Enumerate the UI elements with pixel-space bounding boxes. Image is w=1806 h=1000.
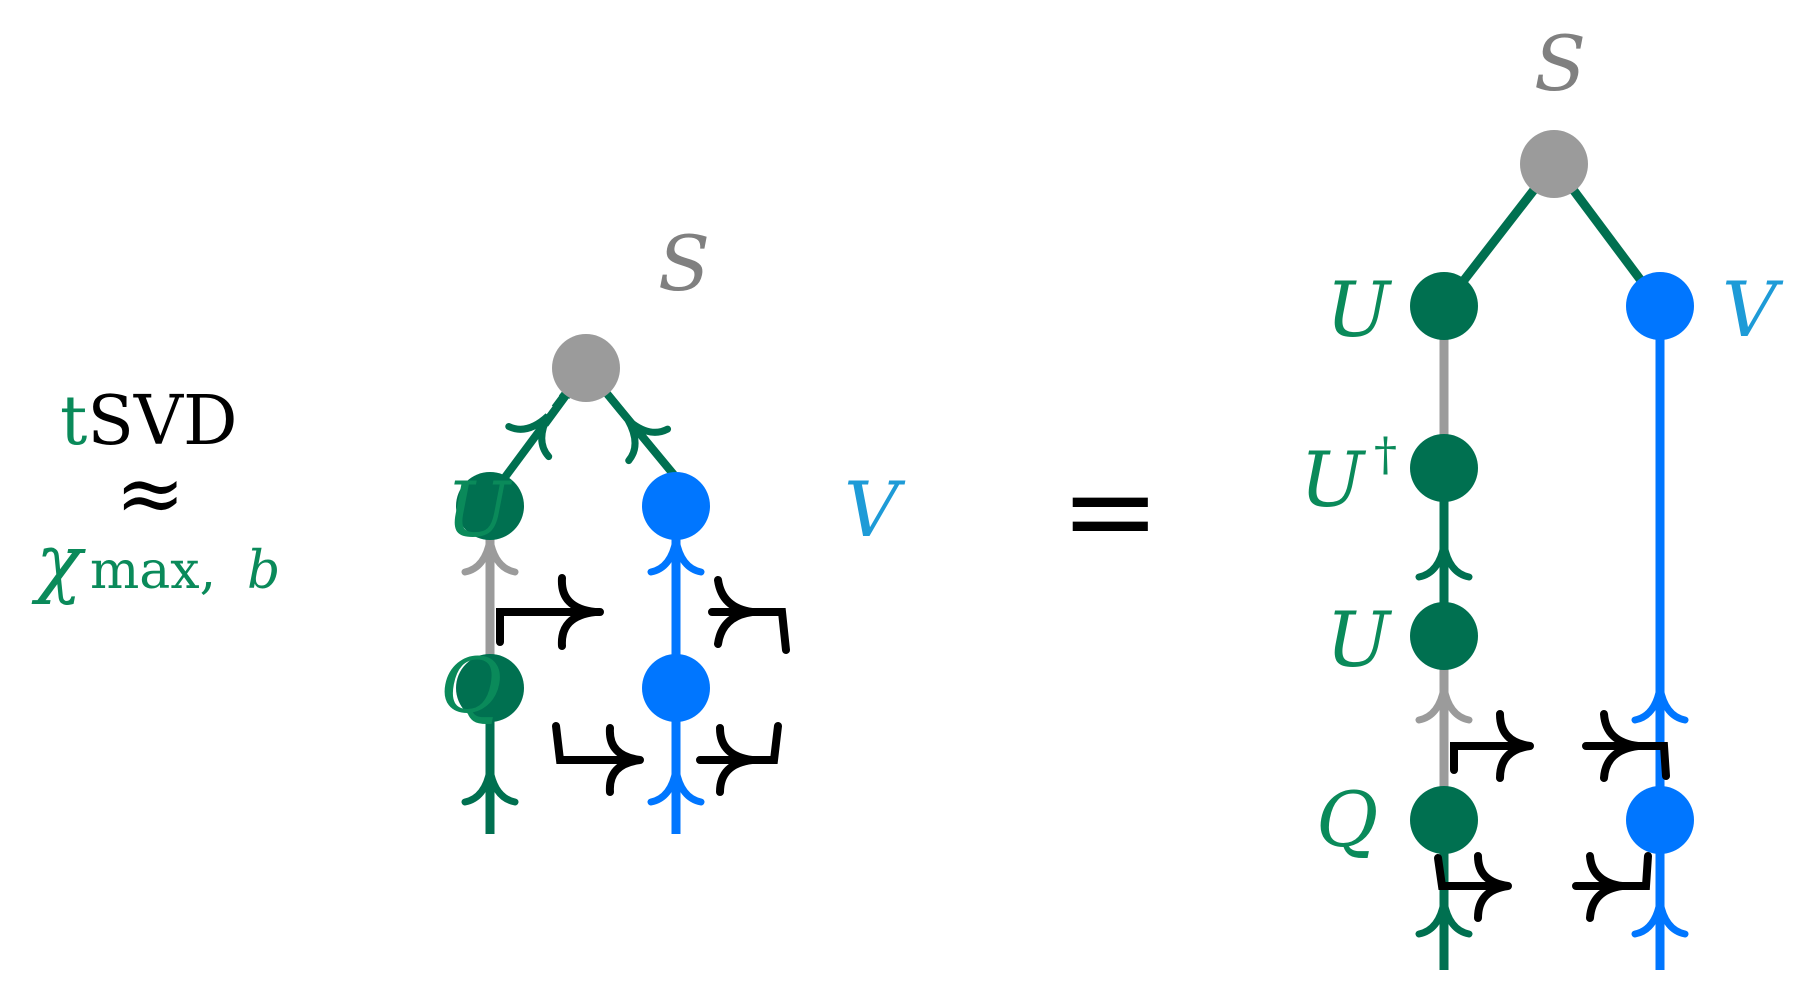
node-q-right <box>1410 786 1478 854</box>
tsvd-svd: SVD <box>87 382 237 461</box>
label-u-top-right: U <box>1326 265 1393 354</box>
node-u-top-right <box>1410 272 1478 340</box>
node-q-left <box>456 654 524 722</box>
label-udagger: U <box>1300 435 1367 524</box>
svg-text:tSVD: tSVD <box>60 382 238 461</box>
arrow-s-u <box>505 413 553 461</box>
black-legs-left-diagram <box>496 574 790 796</box>
tsvd-t: t <box>60 382 87 461</box>
right-tensor-network: S U V U † U Q <box>1300 19 1784 970</box>
arrow-q-out <box>461 769 519 806</box>
equals-sign: = <box>1060 442 1161 581</box>
chi-symbol: χ <box>31 517 86 606</box>
arrow-v-out <box>647 769 705 806</box>
node-u-left <box>456 472 524 540</box>
node-s-left <box>552 334 620 402</box>
label-v-left: V <box>844 465 906 554</box>
chi-subscript-b: b <box>247 541 280 601</box>
arrow-s-v <box>624 417 672 465</box>
arrow-v-right <box>1631 687 1689 724</box>
left-tensor-network: S U V Q <box>440 219 906 834</box>
arrow-q-out-right <box>1415 901 1473 938</box>
arrow-udagger-u <box>1415 544 1473 581</box>
node-v-left <box>642 472 710 540</box>
label-u-mid-right: U <box>1326 595 1393 684</box>
label-q-right: Q <box>1316 775 1378 864</box>
arrow-u-q-right <box>1415 687 1473 724</box>
label-s-right: S <box>1534 19 1586 108</box>
black-legs-right-diagram <box>1434 710 1670 922</box>
arrow-v-out-right <box>1631 901 1689 938</box>
chi-subscript: max, <box>90 541 216 601</box>
label-u-left: U <box>446 465 513 554</box>
label-q-left: Q <box>440 641 502 730</box>
node-v-right <box>1626 272 1694 340</box>
node-udagger-right <box>1410 434 1478 502</box>
node-v2-left <box>642 654 710 722</box>
node-v2-right <box>1626 786 1694 854</box>
tsvd-approx-label: tSVD ≈ χ max, b <box>31 382 280 606</box>
approx-symbol: ≈ <box>115 444 185 542</box>
label-v-right: V <box>1722 265 1784 354</box>
node-s-right <box>1520 130 1588 198</box>
label-s-left: S <box>658 219 710 308</box>
label-dagger-symbol: † <box>1374 427 1397 481</box>
node-u-mid-right <box>1410 602 1478 670</box>
